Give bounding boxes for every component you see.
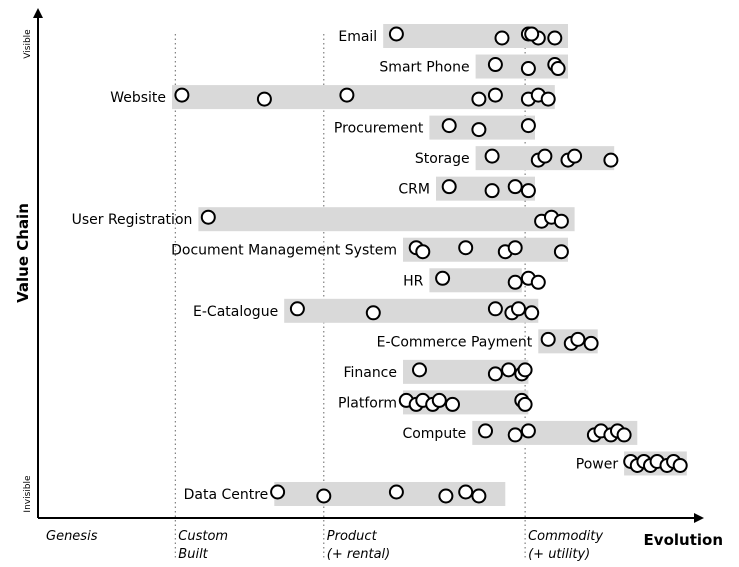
data-point (501, 362, 517, 378)
data-point (441, 179, 457, 195)
data-point (388, 484, 404, 500)
x-axis-title: Evolution (644, 531, 723, 549)
data-point (530, 274, 546, 290)
data-point (256, 91, 272, 107)
data-points (174, 26, 688, 504)
axes (33, 8, 704, 523)
data-point (672, 457, 688, 473)
data-point (487, 366, 503, 382)
data-point (458, 484, 474, 500)
data-point (511, 301, 526, 317)
stage-label: Commodity (+ utility) (528, 529, 603, 562)
data-point (517, 362, 533, 378)
data-point (540, 331, 556, 347)
data-point (524, 26, 540, 42)
row-label: CRM (398, 182, 430, 198)
row-label: Smart Phone (379, 60, 469, 76)
data-point (438, 488, 454, 504)
data-point (616, 427, 632, 443)
data-point (412, 362, 427, 378)
visible-label: Visible (23, 29, 33, 59)
data-point (583, 335, 599, 351)
data-point (435, 270, 451, 286)
data-point (458, 240, 474, 256)
row-band (403, 237, 568, 262)
stage-label-line: (+ utility) (528, 547, 590, 562)
row-label: Finance (343, 365, 397, 381)
data-point (316, 488, 332, 504)
data-point (517, 396, 533, 412)
stage-label: Genesis (46, 529, 98, 544)
data-point (520, 61, 536, 77)
data-point (388, 26, 404, 42)
row-label: E-Commerce Payment (377, 334, 533, 350)
data-point (553, 213, 569, 229)
stage-label-line: (+ rental) (327, 547, 390, 562)
data-point (289, 301, 305, 317)
data-point (471, 122, 487, 138)
data-point (567, 148, 583, 164)
row-label: Power (576, 456, 619, 472)
data-point (441, 118, 457, 134)
data-point (478, 423, 493, 439)
data-point (507, 179, 523, 195)
data-point (520, 423, 536, 439)
data-point (445, 396, 460, 412)
data-point (603, 152, 619, 168)
data-point (487, 301, 503, 317)
data-point (553, 244, 569, 260)
stage-label-line: Product (327, 529, 378, 544)
data-point (484, 148, 500, 164)
data-point (415, 244, 431, 260)
row-label: User Registration (72, 212, 193, 228)
row-label: Compute (402, 426, 466, 442)
row-label: Procurement (334, 121, 424, 137)
row-label: Storage (415, 151, 470, 167)
data-point (507, 274, 523, 290)
row-label: Document Management System (171, 243, 397, 259)
stage-label-line: Built (178, 547, 208, 562)
row-band (198, 207, 575, 232)
data-point (200, 209, 216, 225)
data-point (270, 484, 286, 500)
data-point (471, 488, 487, 504)
data-point (550, 61, 566, 77)
data-point (507, 240, 523, 256)
y-axis-title: Value Chain (14, 203, 32, 303)
row-label: Data Centre (184, 487, 269, 503)
row-label: Email (338, 29, 377, 45)
data-point (520, 118, 536, 134)
data-point (339, 87, 355, 103)
data-point (494, 30, 510, 46)
row-label: Website (110, 90, 166, 106)
stage-label-line: Commodity (528, 529, 603, 544)
data-point (520, 183, 536, 199)
stage-lines (174, 34, 526, 560)
data-point (537, 148, 553, 164)
stage-label: Product (+ rental) (327, 529, 390, 562)
data-point (507, 427, 523, 443)
row-label: HR (403, 273, 424, 289)
row-label: E-Catalogue (193, 304, 278, 320)
invisible-label: Invisible (23, 475, 33, 513)
data-point (524, 305, 540, 321)
stage-label-line: Genesis (46, 529, 98, 544)
data-point (174, 87, 190, 103)
data-point (487, 87, 503, 103)
data-point (570, 331, 586, 347)
data-point (484, 183, 500, 199)
data-point (365, 305, 381, 321)
data-point (547, 30, 563, 46)
data-point (540, 91, 556, 107)
data-point (487, 57, 503, 73)
stage-label-line: Custom (178, 529, 228, 544)
data-point (471, 91, 487, 107)
data-point (431, 392, 447, 408)
row-label: Platform (338, 395, 397, 411)
